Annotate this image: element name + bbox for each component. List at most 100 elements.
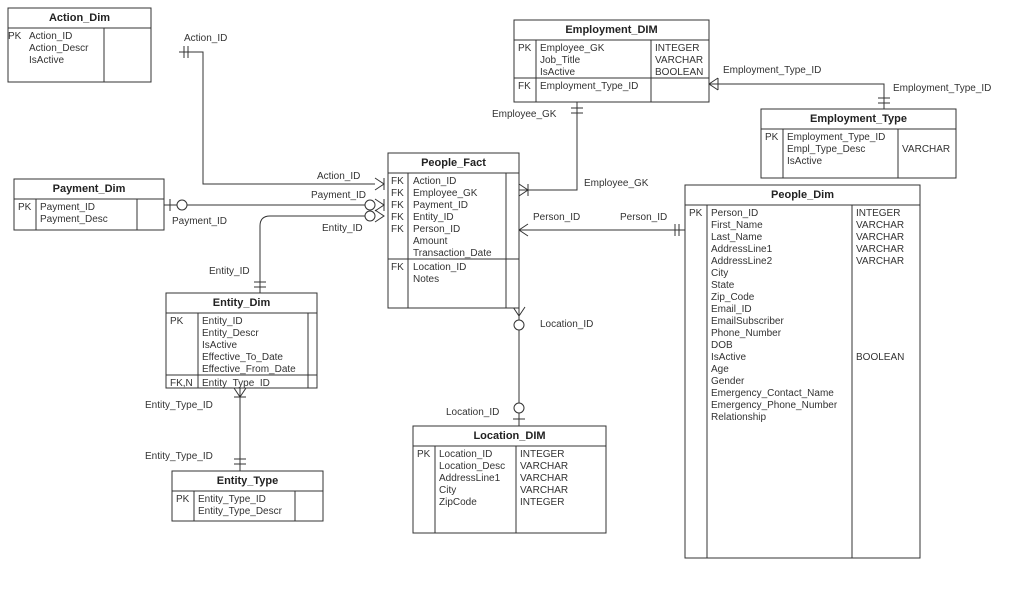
column-name: Person_ID — [711, 208, 758, 219]
column-name: Entity_Descr — [202, 328, 259, 339]
entity-box — [513, 19, 710, 103]
relationship-label: Action_ID — [184, 33, 227, 44]
entity-title: People_Fact — [421, 157, 486, 169]
column-type: BOOLEAN — [655, 67, 703, 78]
column-name: Last_Name — [711, 232, 763, 243]
column-name: City — [711, 268, 728, 279]
key-marker: PK — [417, 449, 431, 460]
relationship-labels: Action_ID Action_ID Employee_GK Employee_GK… — [145, 33, 991, 462]
key-marker: FK — [391, 176, 404, 187]
column-name: Email_ID — [711, 304, 752, 315]
column-name: Action_ID — [29, 31, 72, 42]
column-name: State — [711, 280, 735, 291]
key-marker: FK — [391, 188, 404, 199]
relationship-label: Location_ID — [540, 319, 593, 330]
column-type: INTEGER — [520, 449, 564, 460]
entity-box — [165, 292, 318, 389]
column-name: AddressLine2 — [711, 256, 773, 267]
relationship-label: Location_ID — [446, 407, 499, 418]
column-name: Location_ID — [413, 262, 466, 273]
entity-title: Payment_Dim — [53, 183, 126, 195]
column-name: Transaction_Date — [413, 248, 492, 259]
column-name: Effective_To_Date — [202, 352, 283, 363]
relationship-label: Entity_Type_ID — [145, 400, 213, 411]
column-name: EmailSubscriber — [711, 316, 784, 327]
column-type: INTEGER — [520, 497, 564, 508]
key-marker: FK — [391, 262, 404, 273]
entity-title: People_Dim — [771, 189, 834, 201]
relationship-label: Entity_Type_ID — [145, 451, 213, 462]
column-name: Zip_Code — [711, 292, 755, 303]
relationship-label: Entity_ID — [322, 223, 363, 234]
column-name: ZipCode — [439, 497, 477, 508]
relationship-label: Payment_ID — [311, 190, 366, 201]
entity-box — [387, 152, 520, 309]
entity-box — [684, 184, 921, 559]
column-name: Age — [711, 364, 729, 375]
column-name: Payment_ID — [40, 202, 95, 213]
column-name: IsActive — [787, 156, 822, 167]
entity-title: Entity_Type — [217, 475, 279, 487]
column-type: VARCHAR — [655, 55, 703, 66]
column-name: Entity_ID — [413, 212, 454, 223]
column-name: Location_ID — [439, 449, 492, 460]
key-marker: FK — [391, 212, 404, 223]
key-marker: FK — [391, 224, 404, 235]
column-name: Action_ID — [413, 176, 456, 187]
column-type: VARCHAR — [856, 220, 904, 231]
entity-title: Employment_Type — [810, 113, 907, 125]
column-name: IsActive — [29, 55, 64, 66]
relationship-label: Person_ID — [533, 212, 580, 223]
column-name: Relationship — [711, 412, 766, 423]
column-type: VARCHAR — [520, 461, 568, 472]
column-name: Entity_ID — [202, 316, 243, 327]
column-name: Entity_Type_ID — [202, 378, 270, 389]
column-name: Entity_Type_Descr — [198, 506, 283, 517]
key-marker: PK — [765, 132, 779, 143]
column-type: INTEGER — [655, 43, 699, 54]
relationship-label: Employment_Type_ID — [893, 83, 991, 94]
entity-title: Employment_DIM — [565, 24, 657, 36]
column-name: Payment_ID — [413, 200, 468, 211]
entity-box — [760, 108, 957, 179]
column-name: Job_Title — [540, 55, 581, 66]
column-name: Notes — [413, 274, 439, 285]
column-name: AddressLine1 — [439, 473, 501, 484]
relationship-label: Person_ID — [620, 212, 667, 223]
column-name: Phone_Number — [711, 328, 782, 339]
key-marker: PK — [689, 208, 703, 219]
column-name: City — [439, 485, 456, 496]
key-marker: PK — [8, 31, 22, 42]
column-name: Employee_GK — [540, 43, 605, 54]
relationship-label: Employee_GK — [584, 178, 649, 189]
relationship-label: Employment_Type_ID — [723, 65, 821, 76]
column-name: Emergency_Contact_Name — [711, 388, 834, 399]
column-name: Action_Descr — [29, 43, 89, 54]
column-type: VARCHAR — [856, 256, 904, 267]
column-type: BOOLEAN — [856, 352, 904, 363]
entity-box — [171, 470, 324, 522]
relationship-label: Action_ID — [317, 171, 360, 182]
column-name: Entity_Type_ID — [198, 494, 266, 505]
key-marker: PK — [170, 316, 184, 327]
relationship-label: Employee_GK — [492, 109, 557, 120]
column-name: Amount — [413, 236, 448, 247]
column-name: First_Name — [711, 220, 763, 231]
column-name: Employment_Type_ID — [787, 132, 885, 143]
column-name: IsActive — [202, 340, 237, 351]
column-type: INTEGER — [856, 208, 900, 219]
relationship-label: Entity_ID — [209, 266, 250, 277]
column-name: Emergency_Phone_Number — [711, 400, 838, 411]
entity-title: Location_DIM — [473, 430, 545, 442]
